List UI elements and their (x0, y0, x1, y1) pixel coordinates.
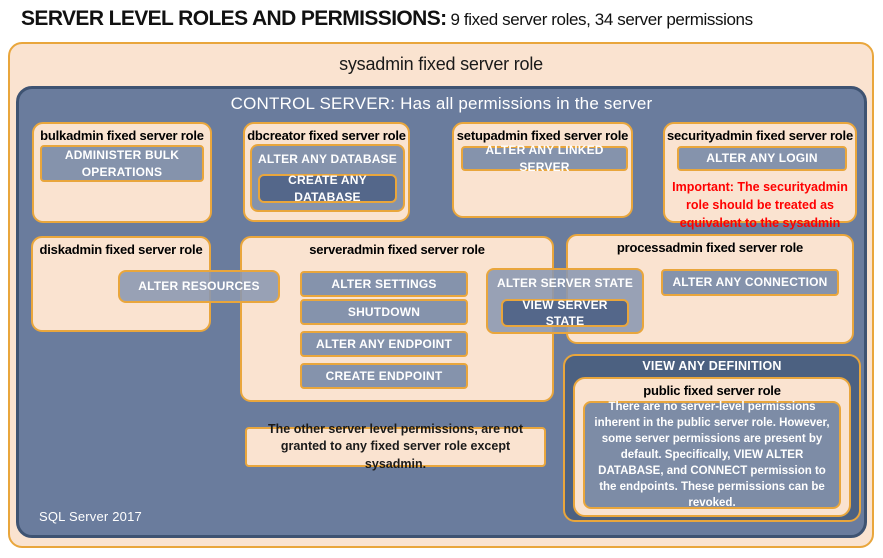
page-title-subtitle: 9 fixed server roles, 34 server permissi… (450, 10, 754, 29)
permission-alter-any-login: ALTER ANY LOGIN (677, 146, 847, 171)
control-server-box: CONTROL SERVER: Has all permissions in t… (16, 86, 867, 538)
permission-create-endpoint: CREATE ENDPOINT (300, 363, 468, 389)
view-any-definition-box: VIEW ANY DEFINITION public fixed server … (563, 354, 861, 522)
sysadmin-role-label: sysadmin fixed server role (339, 54, 543, 74)
sysadmin-role-box: sysadmin fixed server role CONTROL SERVE… (8, 42, 874, 548)
bulkadmin-role-box: bulkadmin fixed server role ADMINISTER B… (32, 122, 212, 223)
permission-alter-resources: ALTER RESOURCES (118, 270, 280, 303)
permission-alter-settings: ALTER SETTINGS (300, 271, 468, 297)
public-role-box: public fixed server role There are no se… (573, 377, 851, 517)
other-permissions-note: The other server level permissions, are … (245, 422, 546, 471)
page-title: SERVER LEVEL ROLES AND PERMISSIONS:9 fix… (21, 7, 753, 31)
processadmin-role-title: processadmin fixed server role (616, 240, 804, 255)
bulkadmin-role-title: bulkadmin fixed server role (40, 128, 204, 143)
dbcreator-role-box: dbcreator fixed server role ALTER ANY DA… (243, 122, 410, 222)
securityadmin-role-box: securityadmin fixed server role ALTER AN… (663, 122, 857, 248)
dbcreator-role-title: dbcreator fixed server role (247, 128, 406, 143)
serveradmin-role-title: serveradmin fixed server role (309, 242, 485, 257)
permission-view-server-state: VIEW SERVER STATE (501, 298, 629, 328)
control-server-header: CONTROL SERVER: Has all permissions in t… (230, 94, 653, 113)
setupadmin-role-box: setupadmin fixed server role ALTER ANY L… (452, 122, 633, 218)
page-title-main: SERVER LEVEL ROLES AND PERMISSIONS: (21, 7, 447, 30)
diskadmin-role-title: diskadmin fixed server role (39, 242, 203, 257)
permission-view-any-definition: VIEW ANY DEFINITION (642, 359, 782, 373)
permission-alter-any-connection: ALTER ANY CONNECTION (661, 269, 839, 296)
permission-create-any-database: CREATE ANY DATABASE (258, 173, 397, 204)
public-role-description: There are no server-level permissions in… (583, 401, 841, 509)
diskadmin-role-box: diskadmin fixed server role (31, 236, 211, 332)
permission-shutdown: SHUTDOWN (300, 299, 468, 325)
securityadmin-role-title: securityadmin fixed server role (666, 128, 853, 143)
setupadmin-role-title: setupadmin fixed server role (456, 128, 629, 143)
permission-administer-bulk-operations: ADMINISTER BULK OPERATIONS (40, 145, 204, 182)
permission-alter-any-endpoint: ALTER ANY ENDPOINT (300, 331, 468, 357)
public-role-title: public fixed server role (643, 383, 781, 398)
permission-alter-any-linked-server: ALTER ANY LINKED SERVER (461, 143, 628, 174)
sql-server-version-label: SQL Server 2017 (39, 509, 142, 524)
